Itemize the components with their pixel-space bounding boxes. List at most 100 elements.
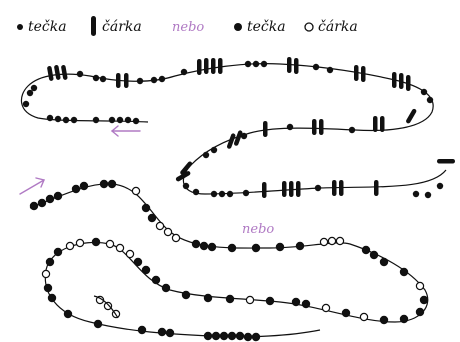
filled-bead xyxy=(291,297,301,307)
dot-bead xyxy=(218,190,226,198)
filled-bead xyxy=(227,243,237,253)
filled-bead xyxy=(151,275,161,285)
filled-bead xyxy=(225,294,235,304)
filled-bead xyxy=(191,239,201,249)
filled-bead xyxy=(47,293,57,303)
open-bead xyxy=(319,237,329,247)
filled-bead xyxy=(301,299,311,309)
dash-bead xyxy=(319,119,324,135)
open-bead xyxy=(163,227,173,237)
dash-bead xyxy=(380,116,385,132)
dash-bead xyxy=(175,171,191,182)
dot-bead xyxy=(420,88,428,96)
filled-bead xyxy=(53,191,63,201)
direction-arrow-2 xyxy=(19,177,45,195)
dot-bead xyxy=(242,189,250,197)
open-bead xyxy=(359,312,369,322)
necklace-2-inner-string xyxy=(93,295,119,319)
filled-bead xyxy=(141,265,151,275)
open-bead xyxy=(115,243,125,253)
dash-bead xyxy=(392,72,397,88)
open-bead xyxy=(245,295,255,305)
filled-bead xyxy=(147,213,157,223)
filled-bead xyxy=(79,181,89,191)
filled-bead xyxy=(203,293,213,303)
dot-bead xyxy=(426,96,434,104)
filled-bead xyxy=(181,290,191,300)
dot-bead xyxy=(312,63,320,71)
dash-bead xyxy=(399,73,404,89)
dot-bead xyxy=(54,115,62,123)
dot-bead xyxy=(150,76,158,84)
filled-bead xyxy=(211,331,221,341)
open-bead xyxy=(65,241,75,251)
filled-bead xyxy=(419,295,429,305)
dash-bead xyxy=(116,73,121,88)
dot-bead xyxy=(210,146,218,154)
dash-bead xyxy=(361,66,366,82)
dot-bead xyxy=(108,116,116,124)
dash-bead xyxy=(339,180,344,196)
dot-bead xyxy=(210,190,218,198)
dash-bead xyxy=(218,58,223,74)
filled-bead xyxy=(199,241,209,251)
filled-bead xyxy=(251,332,261,342)
legend-open-bead-label: čárka xyxy=(318,19,358,35)
filled-bead xyxy=(295,241,305,251)
filled-bead xyxy=(415,307,425,317)
dash-bead xyxy=(312,119,317,135)
dot-bead xyxy=(116,116,124,124)
filled-bead xyxy=(235,331,245,341)
filled-bead xyxy=(37,198,47,208)
filled-bead xyxy=(251,243,261,253)
dot-bead xyxy=(326,66,334,74)
dash-bead xyxy=(287,57,292,73)
necklace-1-beads xyxy=(22,57,455,199)
dot-bead xyxy=(348,126,356,134)
filled-bead xyxy=(379,315,389,325)
dash-bead xyxy=(373,116,378,132)
dash-bead xyxy=(234,130,243,146)
dot-bead xyxy=(182,182,190,190)
dash-bead xyxy=(406,75,411,91)
dot-bead xyxy=(62,116,70,124)
filled-bead xyxy=(399,267,409,277)
dot-bead xyxy=(92,74,100,82)
filled-bead xyxy=(157,327,167,337)
filled-bead xyxy=(53,247,63,257)
legend-filled-bead-label: tečka xyxy=(247,19,286,35)
open-bead xyxy=(41,269,51,279)
filled-bead xyxy=(45,257,55,267)
open-bead xyxy=(171,233,181,243)
dash-bead xyxy=(197,59,202,75)
dash-bead xyxy=(124,73,129,88)
filled-bead xyxy=(63,309,73,319)
dash-bead xyxy=(47,66,54,81)
dot-bead xyxy=(124,116,132,124)
dot-bead xyxy=(92,116,100,124)
filled-bead xyxy=(71,184,81,194)
dash-bead xyxy=(294,58,299,74)
dash-bead xyxy=(289,181,294,197)
dash-bead xyxy=(406,108,417,124)
dot-bead xyxy=(99,75,107,83)
open-bead xyxy=(321,303,331,313)
necklace-2-beads xyxy=(29,179,429,342)
filled-bead xyxy=(93,319,103,329)
open-bead xyxy=(125,249,135,259)
necklace-1-string xyxy=(20,63,447,195)
filled-bead xyxy=(137,325,147,335)
open-bead xyxy=(105,239,115,249)
legend-open-bead-symbol xyxy=(304,22,314,32)
dot-bead xyxy=(22,100,30,108)
filled-bead xyxy=(227,331,237,341)
dot-bead xyxy=(136,77,144,85)
dash-bead xyxy=(54,65,61,80)
open-bead xyxy=(75,238,85,248)
filled-bead xyxy=(341,308,351,318)
dash-bead xyxy=(227,133,236,149)
legend-dash-label: čárka xyxy=(102,19,142,35)
filled-bead xyxy=(45,194,55,204)
filled-bead xyxy=(43,283,53,293)
dot-bead xyxy=(226,190,234,198)
